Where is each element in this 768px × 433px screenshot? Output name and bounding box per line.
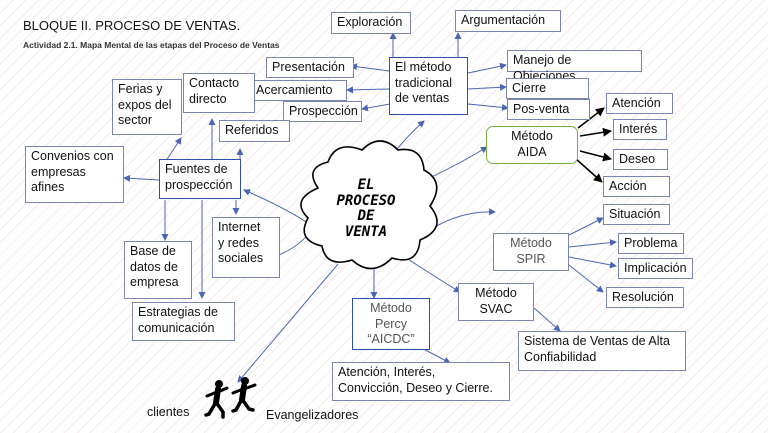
page-title: BLOQUE II. PROCESO DE VENTAS. <box>23 18 241 33</box>
node-fuentes-prospeccion: Fuentes de prospección <box>159 159 241 199</box>
central-topic: EL PROCESO DE VENTA <box>336 177 396 241</box>
node-cierre: Cierre <box>506 78 589 99</box>
node-referidos: Referidos <box>219 120 290 142</box>
node-implicacion: Implicación <box>618 258 693 279</box>
node-deseo: Deseo <box>613 149 668 170</box>
node-acercamiento: Acercamiento <box>250 80 347 101</box>
node-resolucion: Resolución <box>606 287 684 308</box>
node-accion: Acción <box>603 176 670 197</box>
people-walking-icon <box>204 377 257 419</box>
node-problema: Problema <box>618 233 684 254</box>
cloud-shape <box>300 140 438 270</box>
node-posventa: Pos-venta <box>507 99 590 120</box>
node-metodo-tradicional: El método tradicional de ventas <box>389 57 468 115</box>
node-prospeccion: Prospección <box>283 101 362 122</box>
node-metodo-aida: Método AIDA <box>486 126 578 164</box>
node-svac-detalle: Sistema de Ventas de Alta Confiabilidad <box>518 331 686 371</box>
node-estrategias: Estrategias de comunicación <box>132 302 235 341</box>
node-manejo-objeciones: Manejo de Objeciones <box>507 50 642 83</box>
node-internet: Internet y redes sociales <box>212 217 280 278</box>
node-metodo-svac: Método SVAC <box>458 283 534 321</box>
node-ferias: Ferias y expos del sector <box>112 79 182 135</box>
node-percy-detalle: Atención, Interés, Convicción, Deseo y C… <box>332 362 510 401</box>
node-metodo-percy: Método Percy “AICDC” <box>352 298 430 350</box>
node-situacion: Situación <box>603 204 670 225</box>
label-clientes: clientes <box>147 405 190 419</box>
page-subtitle: Actividad 2.1. Mapa Mental de las etapas… <box>23 40 280 50</box>
node-exploracion: Exploración <box>331 12 411 34</box>
node-interes: Interés <box>613 119 667 140</box>
node-contacto-directo: Contacto directo <box>183 73 255 113</box>
node-argumentacion: Argumentación <box>455 10 561 32</box>
node-base-datos: Base de datos de empresa <box>124 241 192 299</box>
node-convenios: Convenios con empresas afines <box>25 146 124 203</box>
node-metodo-spir: Método SPIR <box>493 233 569 271</box>
label-evangelizadores: Evangelizadores <box>266 408 359 422</box>
node-atencion: Atención <box>606 93 673 114</box>
node-presentacion: Presentación <box>266 57 354 78</box>
